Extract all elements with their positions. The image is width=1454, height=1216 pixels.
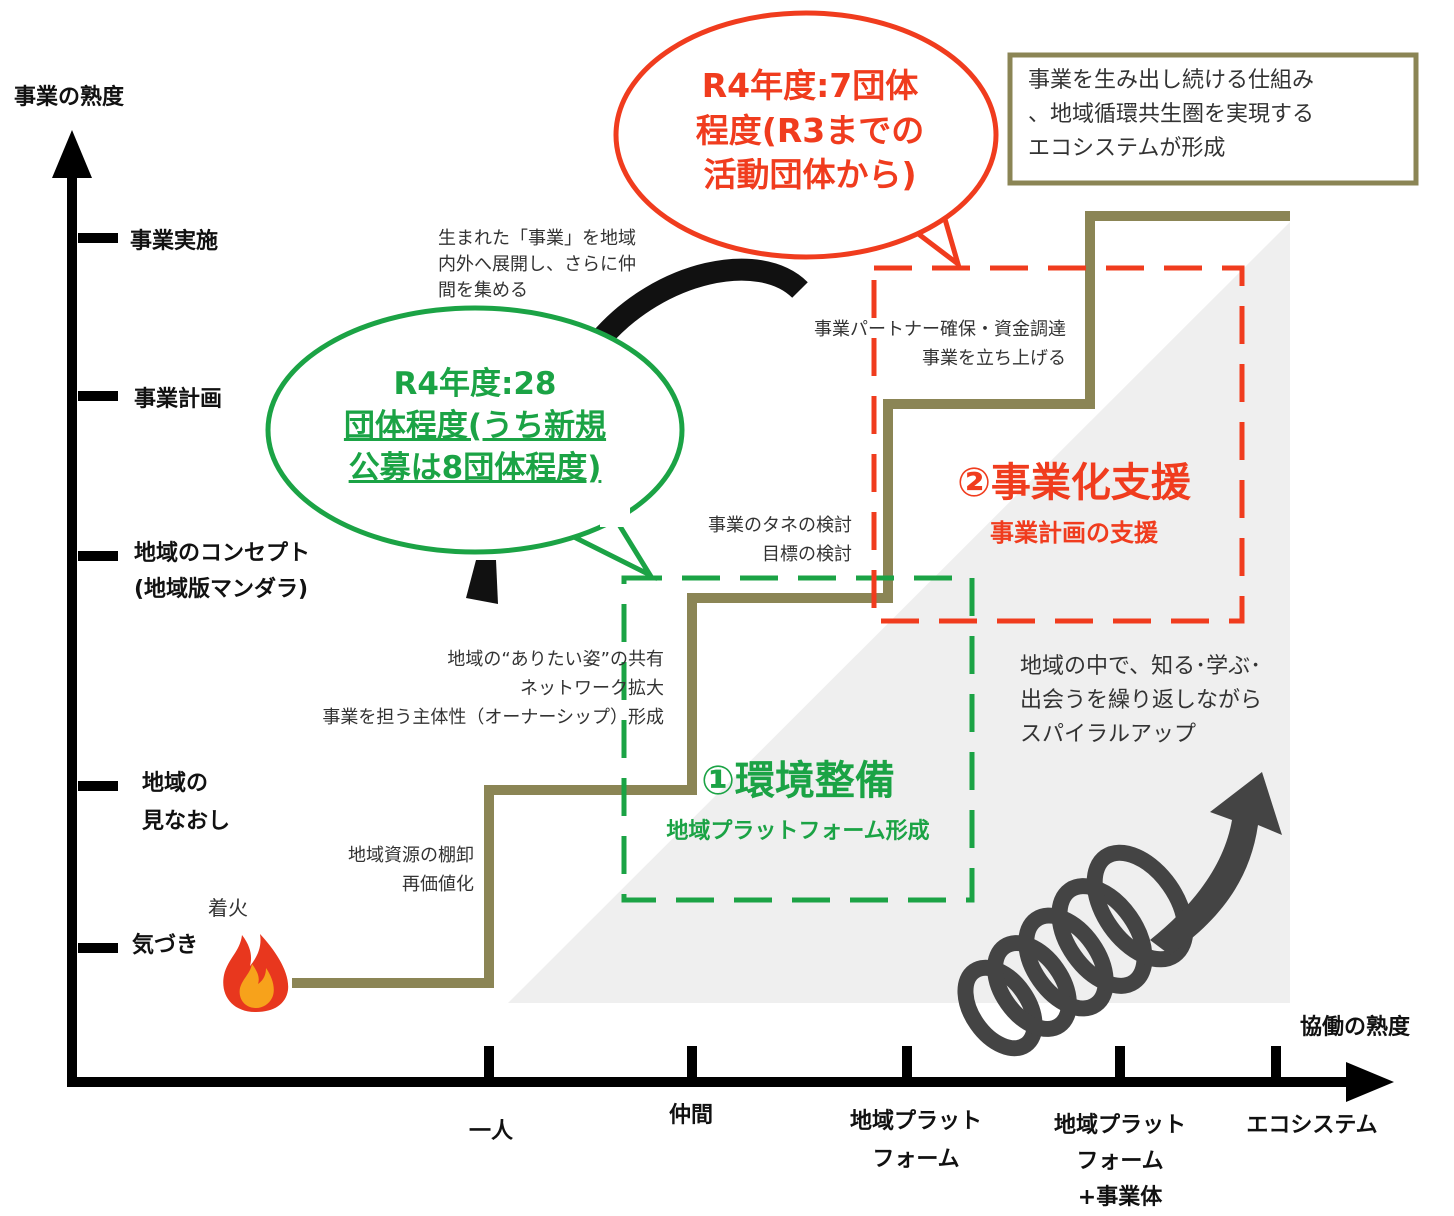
step2-note-line: ネットワーク拡大 xyxy=(520,677,664,699)
ecosystem-box-line: 、地域循環共生圏を実現する xyxy=(1028,102,1315,128)
x-level-hitori: 一人 xyxy=(468,1119,513,1144)
step2-note-line: 事業を担う主体性（オーナーシップ）形成 xyxy=(322,706,664,728)
x-axis xyxy=(67,1046,1394,1102)
y-level-concept: 地域のコンセプト xyxy=(134,541,311,566)
ecosystem-box-text: 事業を生み出し続ける仕組み 、地域循環共生圏を実現する エコシステムが形成 xyxy=(1028,64,1314,166)
step2-note-line: 地域の“ありたい姿”の共有 xyxy=(447,649,664,670)
background-triangle xyxy=(508,222,1290,1003)
y-axis xyxy=(52,130,118,1082)
x-level-nakama: 仲間 xyxy=(668,1103,713,1128)
green-bubble-line: R4年度:28 xyxy=(393,366,557,402)
step5-note-line: 間を集める xyxy=(438,280,528,302)
red-bubble-text: R4年度:7団体 程度(R3までの 活動団体から) xyxy=(640,64,980,198)
spiral-up-graphic xyxy=(957,772,1282,1057)
env-support-subtitle: 地域プラットフォーム形成 xyxy=(666,819,930,844)
y-level-jigyo-keikaku: 事業計画 xyxy=(134,387,223,412)
x-level-platform-1: 地域プラット xyxy=(849,1109,982,1134)
y-level-kizuki: 気づき xyxy=(132,933,199,958)
step1-note: 地域資源の棚卸 再価値化 xyxy=(262,842,474,900)
x-level-platform-biz-2: フォーム xyxy=(1076,1149,1164,1174)
step4-note: 事業パートナー確保・資金調達 事業を立ち上げる xyxy=(720,316,1066,374)
y-axis-title: 事業の熟度 xyxy=(14,85,125,110)
step5-note-line: 生まれた「事業」を地域 xyxy=(438,228,636,249)
green-speech-bubble xyxy=(265,305,685,582)
x-level-platform-biz-3: +事業体 xyxy=(1077,1185,1163,1210)
step4-note-line: 事業パートナー確保・資金調達 xyxy=(814,319,1066,340)
ecosystem-box-line: エコシステムが形成 xyxy=(1028,136,1226,162)
spiral-note-line: 地域の中で、知る･学ぶ･ xyxy=(1020,654,1262,679)
step5-note-line: 内外へ展開し、さらに仲 xyxy=(438,254,636,276)
maturity-step-line xyxy=(292,211,1290,988)
ignition-label: 着火 xyxy=(208,896,248,920)
fire-icon xyxy=(223,934,289,1012)
green-bubble-text: R4年度:28 団体程度(うち新規 公募は8団体程度) xyxy=(300,364,650,490)
env-support-box xyxy=(621,575,975,903)
x-level-ecosystem: エコシステム xyxy=(1246,1113,1378,1138)
y-level-minaoshi-2: 見なおし xyxy=(142,809,231,834)
red-speech-bubble xyxy=(613,10,999,271)
red-bubble-line: 程度(R3までの xyxy=(695,110,925,150)
step1-note-line: 再価値化 xyxy=(402,873,474,895)
ecosystem-box-border xyxy=(1007,52,1419,186)
x-level-platform-biz-1: 地域プラット xyxy=(1053,1113,1186,1138)
step3-note-line: 目標の検討 xyxy=(762,543,852,565)
y-level-jigyo-jisshi: 事業実施 xyxy=(130,229,219,254)
spiral-note-line: 出会うを繰り返しながら xyxy=(1020,688,1263,714)
curved-arrow xyxy=(466,258,808,604)
red-bubble-line: R4年度:7団体 xyxy=(701,66,919,105)
spiral-note-line: スパイラルアップ xyxy=(1020,722,1197,748)
y-level-concept-sub: (地域版マンダラ) xyxy=(134,577,309,602)
step2-note: 地域の“ありたい姿”の共有 ネットワーク拡大 事業を担う主体性（オーナーシップ）… xyxy=(200,646,664,732)
biz-support-subtitle: 事業計画の支援 xyxy=(990,519,1158,547)
x-axis-title: 協働の熟度 xyxy=(1300,1015,1411,1040)
spiral-note: 地域の中で、知る･学ぶ･ 出会うを繰り返しながら スパイラルアップ xyxy=(1020,650,1262,752)
biz-support-title: ②事業化支援 xyxy=(957,460,1191,506)
x-level-platform-2: フォーム xyxy=(872,1147,960,1172)
red-bubble-line: 活動団体から) xyxy=(703,155,917,195)
step5-note: 生まれた「事業」を地域 内外へ展開し、さらに仲 間を集める xyxy=(438,226,636,304)
green-bubble-line: 公募は8団体程度) xyxy=(348,449,602,486)
step4-note-line: 事業を立ち上げる xyxy=(922,347,1066,369)
step3-note-line: 事業のタネの検討 xyxy=(708,515,852,536)
y-level-minaoshi-1: 地域の xyxy=(142,771,209,796)
step3-note: 事業のタネの検討 目標の検討 xyxy=(640,512,852,570)
ecosystem-box-line: 事業を生み出し続ける仕組み xyxy=(1028,68,1315,93)
biz-support-box xyxy=(871,265,1245,624)
env-support-title: ①環境整備 xyxy=(701,758,895,804)
step1-note-line: 地域資源の棚卸 xyxy=(348,845,474,866)
green-bubble-line: 団体程度(うち新規 xyxy=(343,407,607,444)
